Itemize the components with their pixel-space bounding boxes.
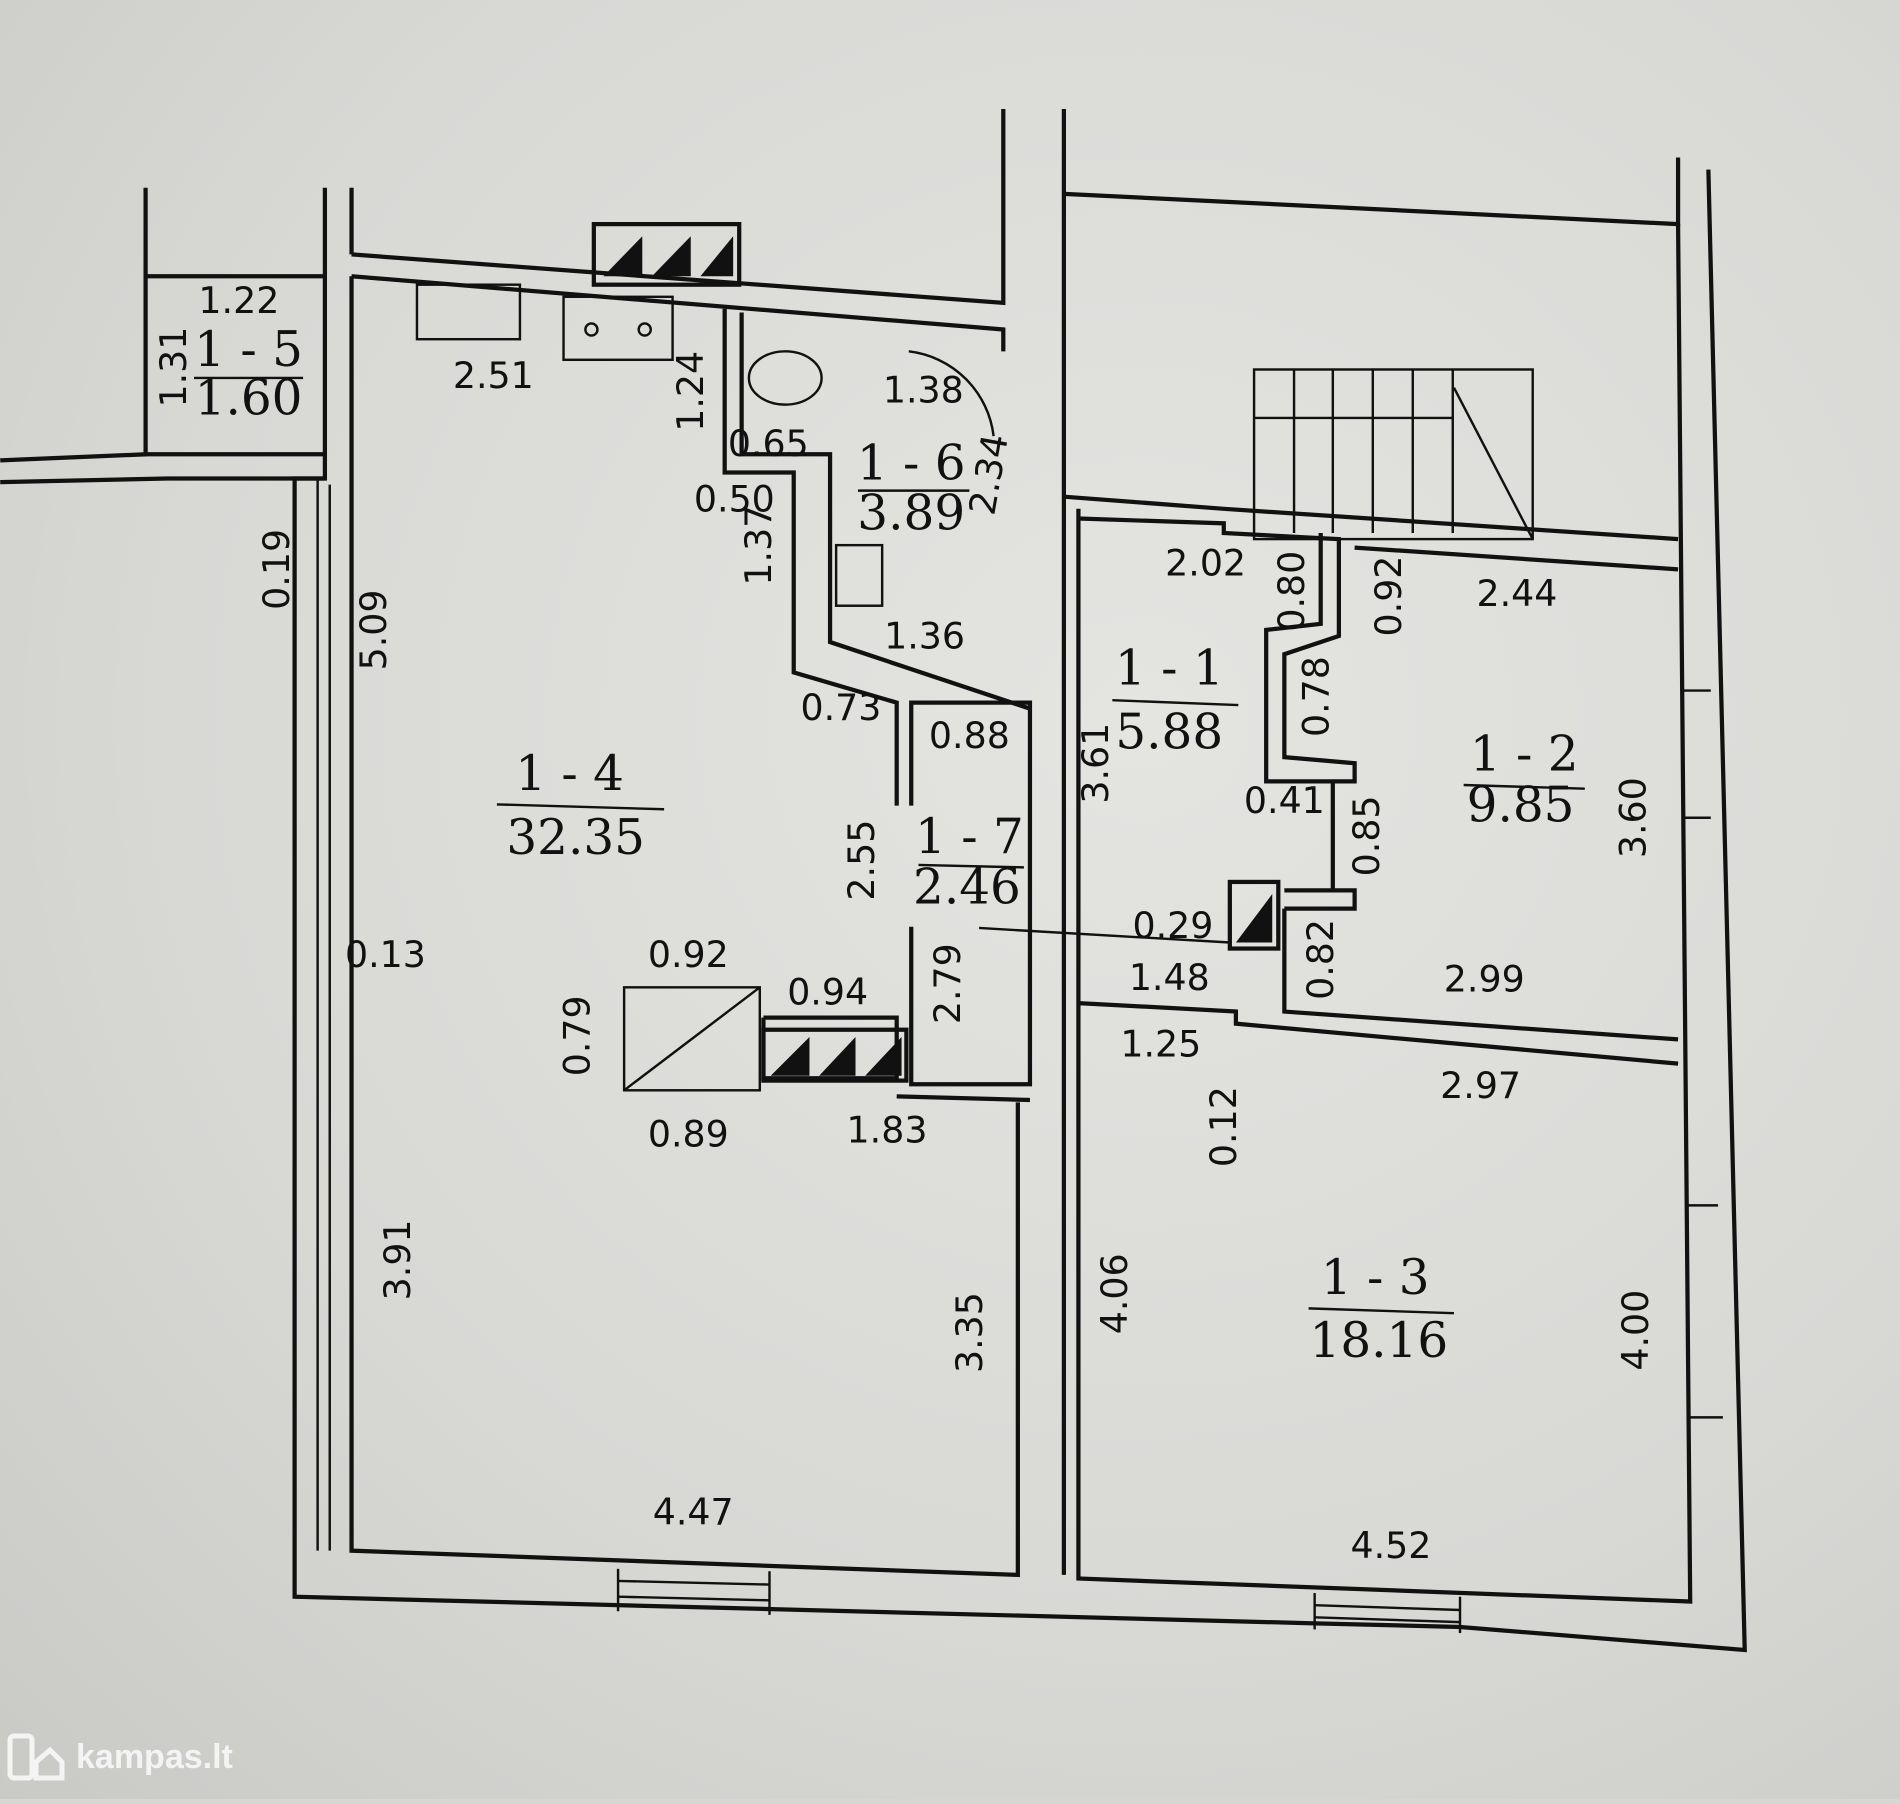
dimension: 2.02: [1165, 542, 1246, 585]
room-1-2: 1 - 2 9.85: [1463, 726, 1585, 833]
dimension: 1.36: [884, 614, 965, 657]
dimension: 1.37: [737, 505, 780, 586]
dimension: 0.78: [1294, 656, 1337, 737]
room-1-5: 1 - 5 1.60: [194, 322, 304, 426]
dimension: 2.51: [453, 354, 534, 397]
room-id: 1 - 1: [1115, 640, 1224, 696]
door-swing-icon: [908, 350, 995, 437]
dimension: 1.31: [152, 327, 195, 408]
room-id: 1 - 4: [515, 746, 624, 802]
room-id: 1 - 3: [1321, 1250, 1430, 1306]
dimension: 2.34: [961, 431, 1017, 518]
room-id: 1 - 5: [194, 322, 303, 378]
dimension: 0.92: [1367, 556, 1410, 637]
dimension: 4.00: [1614, 1290, 1657, 1371]
dimension: 2.55: [840, 820, 883, 901]
dimension: 0.88: [929, 714, 1010, 757]
dimension: 0.29: [1132, 904, 1213, 947]
room-1-4: 1 - 4 32.35: [496, 746, 665, 866]
room-area: 2.46: [913, 860, 1021, 916]
room-1-1: 1 - 1 5.88: [1112, 640, 1239, 761]
dimension: 0.41: [1244, 779, 1325, 822]
dimension: 2.97: [1440, 1064, 1521, 1107]
dimension: 1.83: [847, 1109, 928, 1152]
dimension: 0.65: [728, 422, 809, 465]
dimension: 0.82: [1299, 919, 1342, 1000]
ventilation-icon: [591, 221, 1281, 1083]
dimension: 4.06: [1093, 1253, 1136, 1334]
dimension: 0.73: [801, 686, 882, 729]
fixtures: [415, 221, 1281, 1092]
toilet-icon: [747, 350, 823, 406]
room-area: 9.85: [1467, 777, 1575, 833]
dimension: 0.92: [648, 933, 729, 976]
room-area: 18.16: [1310, 1313, 1449, 1369]
dimension: 3.61: [1074, 723, 1117, 804]
room-1-6: 1 - 6 3.89: [857, 436, 970, 541]
room-id: 1 - 7: [915, 809, 1024, 865]
walls: [0, 109, 1747, 1653]
dimension: 0.19: [255, 529, 298, 610]
room-area: 32.35: [506, 810, 645, 866]
dimension: 3.35: [948, 1292, 991, 1373]
room-id: 1 - 2: [1470, 726, 1579, 782]
dimension: 0.94: [787, 971, 868, 1014]
dimension: 0.85: [1345, 795, 1388, 876]
room-area: 5.88: [1115, 705, 1223, 761]
dimension: 0.50: [694, 478, 775, 521]
dimension: 4.52: [1351, 1524, 1432, 1567]
dimension: 0.13: [345, 933, 426, 976]
watermark-text: kampas.lt: [76, 1737, 233, 1776]
dimension: 5.09: [352, 590, 395, 671]
room-area: 1.60: [195, 370, 303, 426]
dimension: 0.79: [555, 995, 598, 1076]
room-id: 1 - 6: [857, 436, 966, 492]
room-1-7: 1 - 7 2.46: [913, 809, 1024, 916]
dimension: 3.60: [1612, 777, 1655, 858]
stove-icon: [562, 295, 674, 362]
dimension: 4.47: [653, 1490, 734, 1533]
sink-icon: [415, 283, 522, 341]
dimension: 1.24: [669, 351, 712, 432]
room-1-3: 1 - 3 18.16: [1308, 1250, 1455, 1369]
dimension: 2.99: [1444, 957, 1525, 1000]
dimension: 1.48: [1129, 956, 1210, 999]
dimension: 1.22: [198, 279, 279, 322]
dimension: 1.38: [883, 369, 964, 412]
stove-chimney-icon: [622, 986, 762, 1092]
dimension: 0.89: [648, 1112, 729, 1155]
dimension-labels: 1.22 1.31 2.51 1.24 1.38 0.65 2.34 0.50 …: [152, 279, 1657, 1567]
room-area: 3.89: [857, 485, 965, 541]
watermark: kampas.lt: [6, 1732, 233, 1782]
dimension: 2.44: [1477, 572, 1558, 615]
dimension: 0.12: [1202, 1086, 1245, 1167]
dimension: 1.25: [1120, 1023, 1201, 1066]
dimension: 3.91: [376, 1219, 419, 1300]
washbasin-icon: [834, 543, 884, 607]
kampas-logo-icon: [7, 1733, 65, 1781]
dimension: 2.79: [926, 943, 969, 1024]
dimension: 0.80: [1270, 551, 1313, 632]
